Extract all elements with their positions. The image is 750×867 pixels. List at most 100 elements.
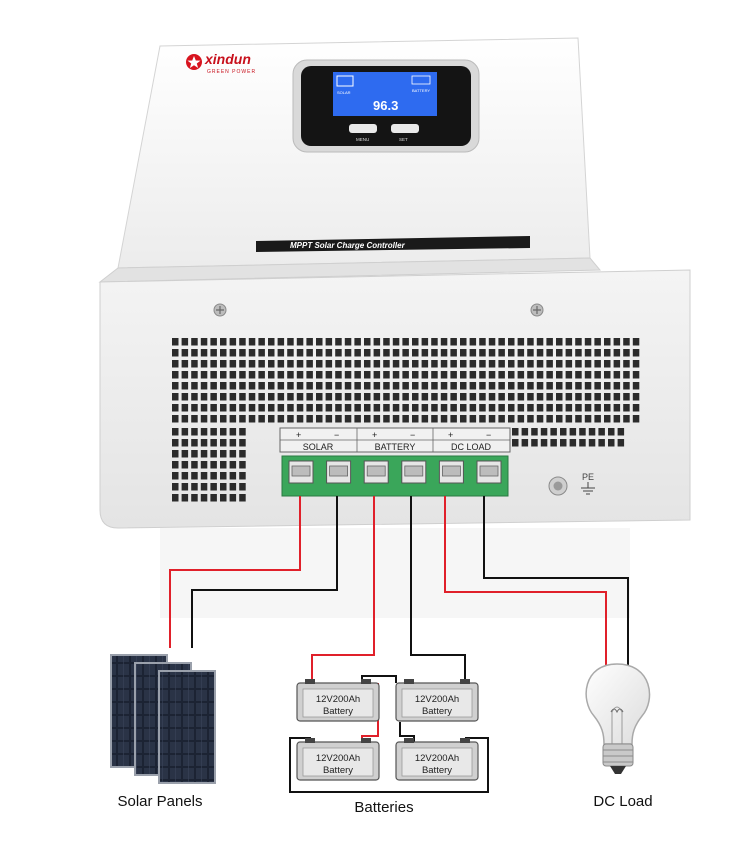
vent-hole bbox=[565, 371, 573, 379]
vent-hole bbox=[248, 371, 256, 379]
vent-hole bbox=[421, 371, 429, 379]
vent-hole bbox=[498, 404, 505, 412]
vent-hole bbox=[488, 415, 496, 423]
vent-hole bbox=[210, 472, 217, 480]
vent-hole bbox=[248, 415, 256, 423]
vent-hole bbox=[239, 349, 246, 357]
vent-hole bbox=[575, 371, 582, 379]
vent-hole bbox=[460, 371, 467, 379]
vent-hole bbox=[248, 349, 256, 357]
vent-hole bbox=[172, 439, 179, 447]
vent-hole bbox=[617, 428, 625, 436]
vent-hole bbox=[392, 338, 400, 346]
vent-hole bbox=[498, 393, 505, 401]
vent-hole bbox=[613, 404, 621, 412]
vent-hole bbox=[200, 450, 208, 458]
vent-hole bbox=[608, 439, 615, 447]
vent-hole bbox=[220, 382, 227, 390]
vent-hole bbox=[488, 360, 496, 368]
vent-hole bbox=[431, 349, 438, 357]
vent-hole bbox=[373, 393, 381, 401]
vent-hole bbox=[392, 415, 400, 423]
vent-hole bbox=[440, 371, 448, 379]
vent-hole bbox=[479, 404, 486, 412]
vent-hole bbox=[229, 472, 237, 480]
vent-hole bbox=[488, 393, 496, 401]
vent-hole bbox=[258, 349, 265, 357]
vent-hole bbox=[517, 338, 525, 346]
vent-hole bbox=[277, 404, 285, 412]
vent-hole bbox=[550, 428, 557, 436]
battery-negative-wire bbox=[410, 496, 466, 683]
vent-hole bbox=[200, 415, 208, 423]
vent-hole bbox=[220, 494, 227, 502]
vent-hole bbox=[604, 349, 611, 357]
vent-hole bbox=[354, 404, 361, 412]
vent-hole bbox=[220, 483, 227, 491]
vent-hole bbox=[613, 360, 621, 368]
vent-hole bbox=[579, 428, 586, 436]
vent-hole bbox=[594, 382, 601, 390]
vent-hole bbox=[498, 371, 505, 379]
vent-hole bbox=[172, 393, 179, 401]
vent-hole bbox=[210, 371, 217, 379]
vent-hole bbox=[536, 360, 544, 368]
vent-hole bbox=[546, 338, 553, 346]
vent-hole bbox=[172, 404, 179, 412]
vent-hole bbox=[239, 338, 246, 346]
vent-hole bbox=[584, 371, 592, 379]
vent-hole bbox=[383, 371, 390, 379]
vent-hole bbox=[364, 382, 371, 390]
vent-hole bbox=[172, 494, 179, 502]
vent-hole bbox=[258, 415, 265, 423]
vent-hole bbox=[550, 439, 557, 447]
vent-hole bbox=[460, 338, 467, 346]
vent-hole bbox=[556, 404, 563, 412]
vent-hole bbox=[521, 439, 529, 447]
vent-hole bbox=[540, 428, 548, 436]
vent-hole bbox=[412, 382, 419, 390]
vent-hole bbox=[588, 439, 596, 447]
vent-hole bbox=[364, 393, 371, 401]
vent-hole bbox=[220, 349, 227, 357]
vent-hole bbox=[402, 393, 409, 401]
vent-hole bbox=[210, 338, 217, 346]
vent-hole bbox=[191, 338, 198, 346]
vent-hole bbox=[536, 382, 544, 390]
vent-hole bbox=[268, 349, 275, 357]
menu-button[interactable] bbox=[349, 124, 377, 133]
vent-hole bbox=[181, 450, 189, 458]
vent-hole bbox=[508, 415, 515, 423]
vent-hole bbox=[287, 349, 294, 357]
vent-hole bbox=[344, 393, 352, 401]
vent-hole bbox=[325, 371, 333, 379]
vent-hole bbox=[191, 349, 198, 357]
vent-hole bbox=[565, 360, 573, 368]
vent-hole bbox=[521, 428, 529, 436]
vent-hole bbox=[268, 382, 275, 390]
dc-load-caption: DC Load bbox=[593, 793, 652, 810]
vent-hole bbox=[575, 349, 582, 357]
vent-hole bbox=[617, 439, 625, 447]
vent-hole bbox=[392, 382, 400, 390]
vent-hole bbox=[469, 349, 477, 357]
vent-hole bbox=[594, 338, 601, 346]
vent-hole bbox=[488, 404, 496, 412]
vent-hole bbox=[512, 428, 519, 436]
vent-hole bbox=[248, 360, 256, 368]
set-button[interactable] bbox=[391, 124, 419, 133]
vent-hole bbox=[383, 338, 390, 346]
vent-hole bbox=[536, 404, 544, 412]
vent-hole bbox=[287, 415, 294, 423]
vent-hole bbox=[450, 349, 457, 357]
vent-hole bbox=[392, 360, 400, 368]
vent-hole bbox=[565, 404, 573, 412]
vent-hole bbox=[172, 349, 179, 357]
vent-hole bbox=[229, 439, 237, 447]
vent-hole bbox=[431, 415, 438, 423]
vent-hole bbox=[488, 349, 496, 357]
vent-hole bbox=[191, 439, 198, 447]
vent-hole bbox=[210, 494, 217, 502]
vent-hole bbox=[517, 404, 525, 412]
vent-hole bbox=[239, 415, 246, 423]
